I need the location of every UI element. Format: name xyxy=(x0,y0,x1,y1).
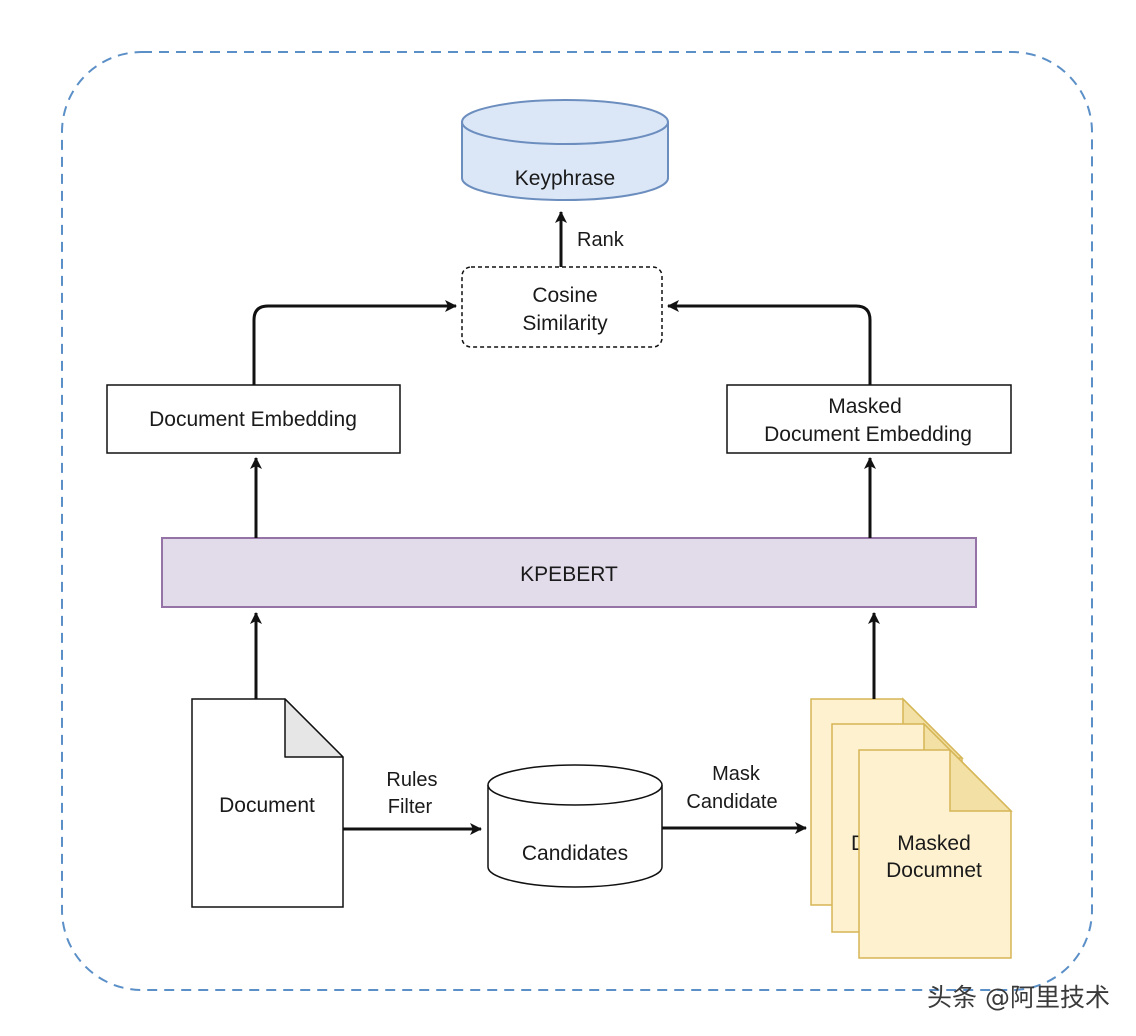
document-embedding-node: Document Embedding xyxy=(106,384,401,454)
keyphrase-store: Keyphrase xyxy=(461,99,669,201)
arrow-masked-embedding-to-cosine xyxy=(667,300,872,385)
kpebert-label: KPEBERT xyxy=(520,563,618,586)
candidates-store: Candidates xyxy=(487,764,663,888)
rank-edge-label: Rank xyxy=(577,229,625,251)
candidates-label: Candidates xyxy=(522,842,628,865)
rules-filter-label-line1: Rules xyxy=(386,769,437,791)
kpebert-model-bar: KPEBERT xyxy=(161,537,977,608)
cosine-label-line1: Cosine xyxy=(532,284,597,307)
document-node: Document xyxy=(191,698,344,908)
rules-filter-label-line2: Filter xyxy=(388,796,433,818)
masked-document-stack: D Masked Documnet xyxy=(810,697,1013,959)
masked-document-label-line1: Masked xyxy=(897,832,971,855)
masked-embedding-label-line2: Document Embedding xyxy=(764,423,972,446)
document-embedding-label: Document Embedding xyxy=(149,408,357,431)
arrow-doc-embedding-to-cosine xyxy=(252,300,457,385)
masked-document-page-front: Masked Documnet xyxy=(858,748,1013,959)
document-label: Document xyxy=(219,794,315,817)
cosine-label-line2: Similarity xyxy=(522,312,608,335)
watermark-text: 头条 @阿里技术 xyxy=(927,983,1110,1012)
mask-candidate-label-line2: Candidate xyxy=(686,791,777,813)
cosine-similarity-node: Cosine Similarity xyxy=(461,266,663,348)
masked-document-embedding-node: Masked Document Embedding xyxy=(726,384,1012,454)
masked-document-label-line2: Documnet xyxy=(886,859,982,882)
mask-candidate-label-line1: Mask xyxy=(712,763,761,785)
masked-embedding-label-line1: Masked xyxy=(828,395,902,418)
document-folded-corner xyxy=(284,698,344,758)
keyphrase-label: Keyphrase xyxy=(515,167,615,190)
outer-dashed-frame xyxy=(61,51,1093,991)
